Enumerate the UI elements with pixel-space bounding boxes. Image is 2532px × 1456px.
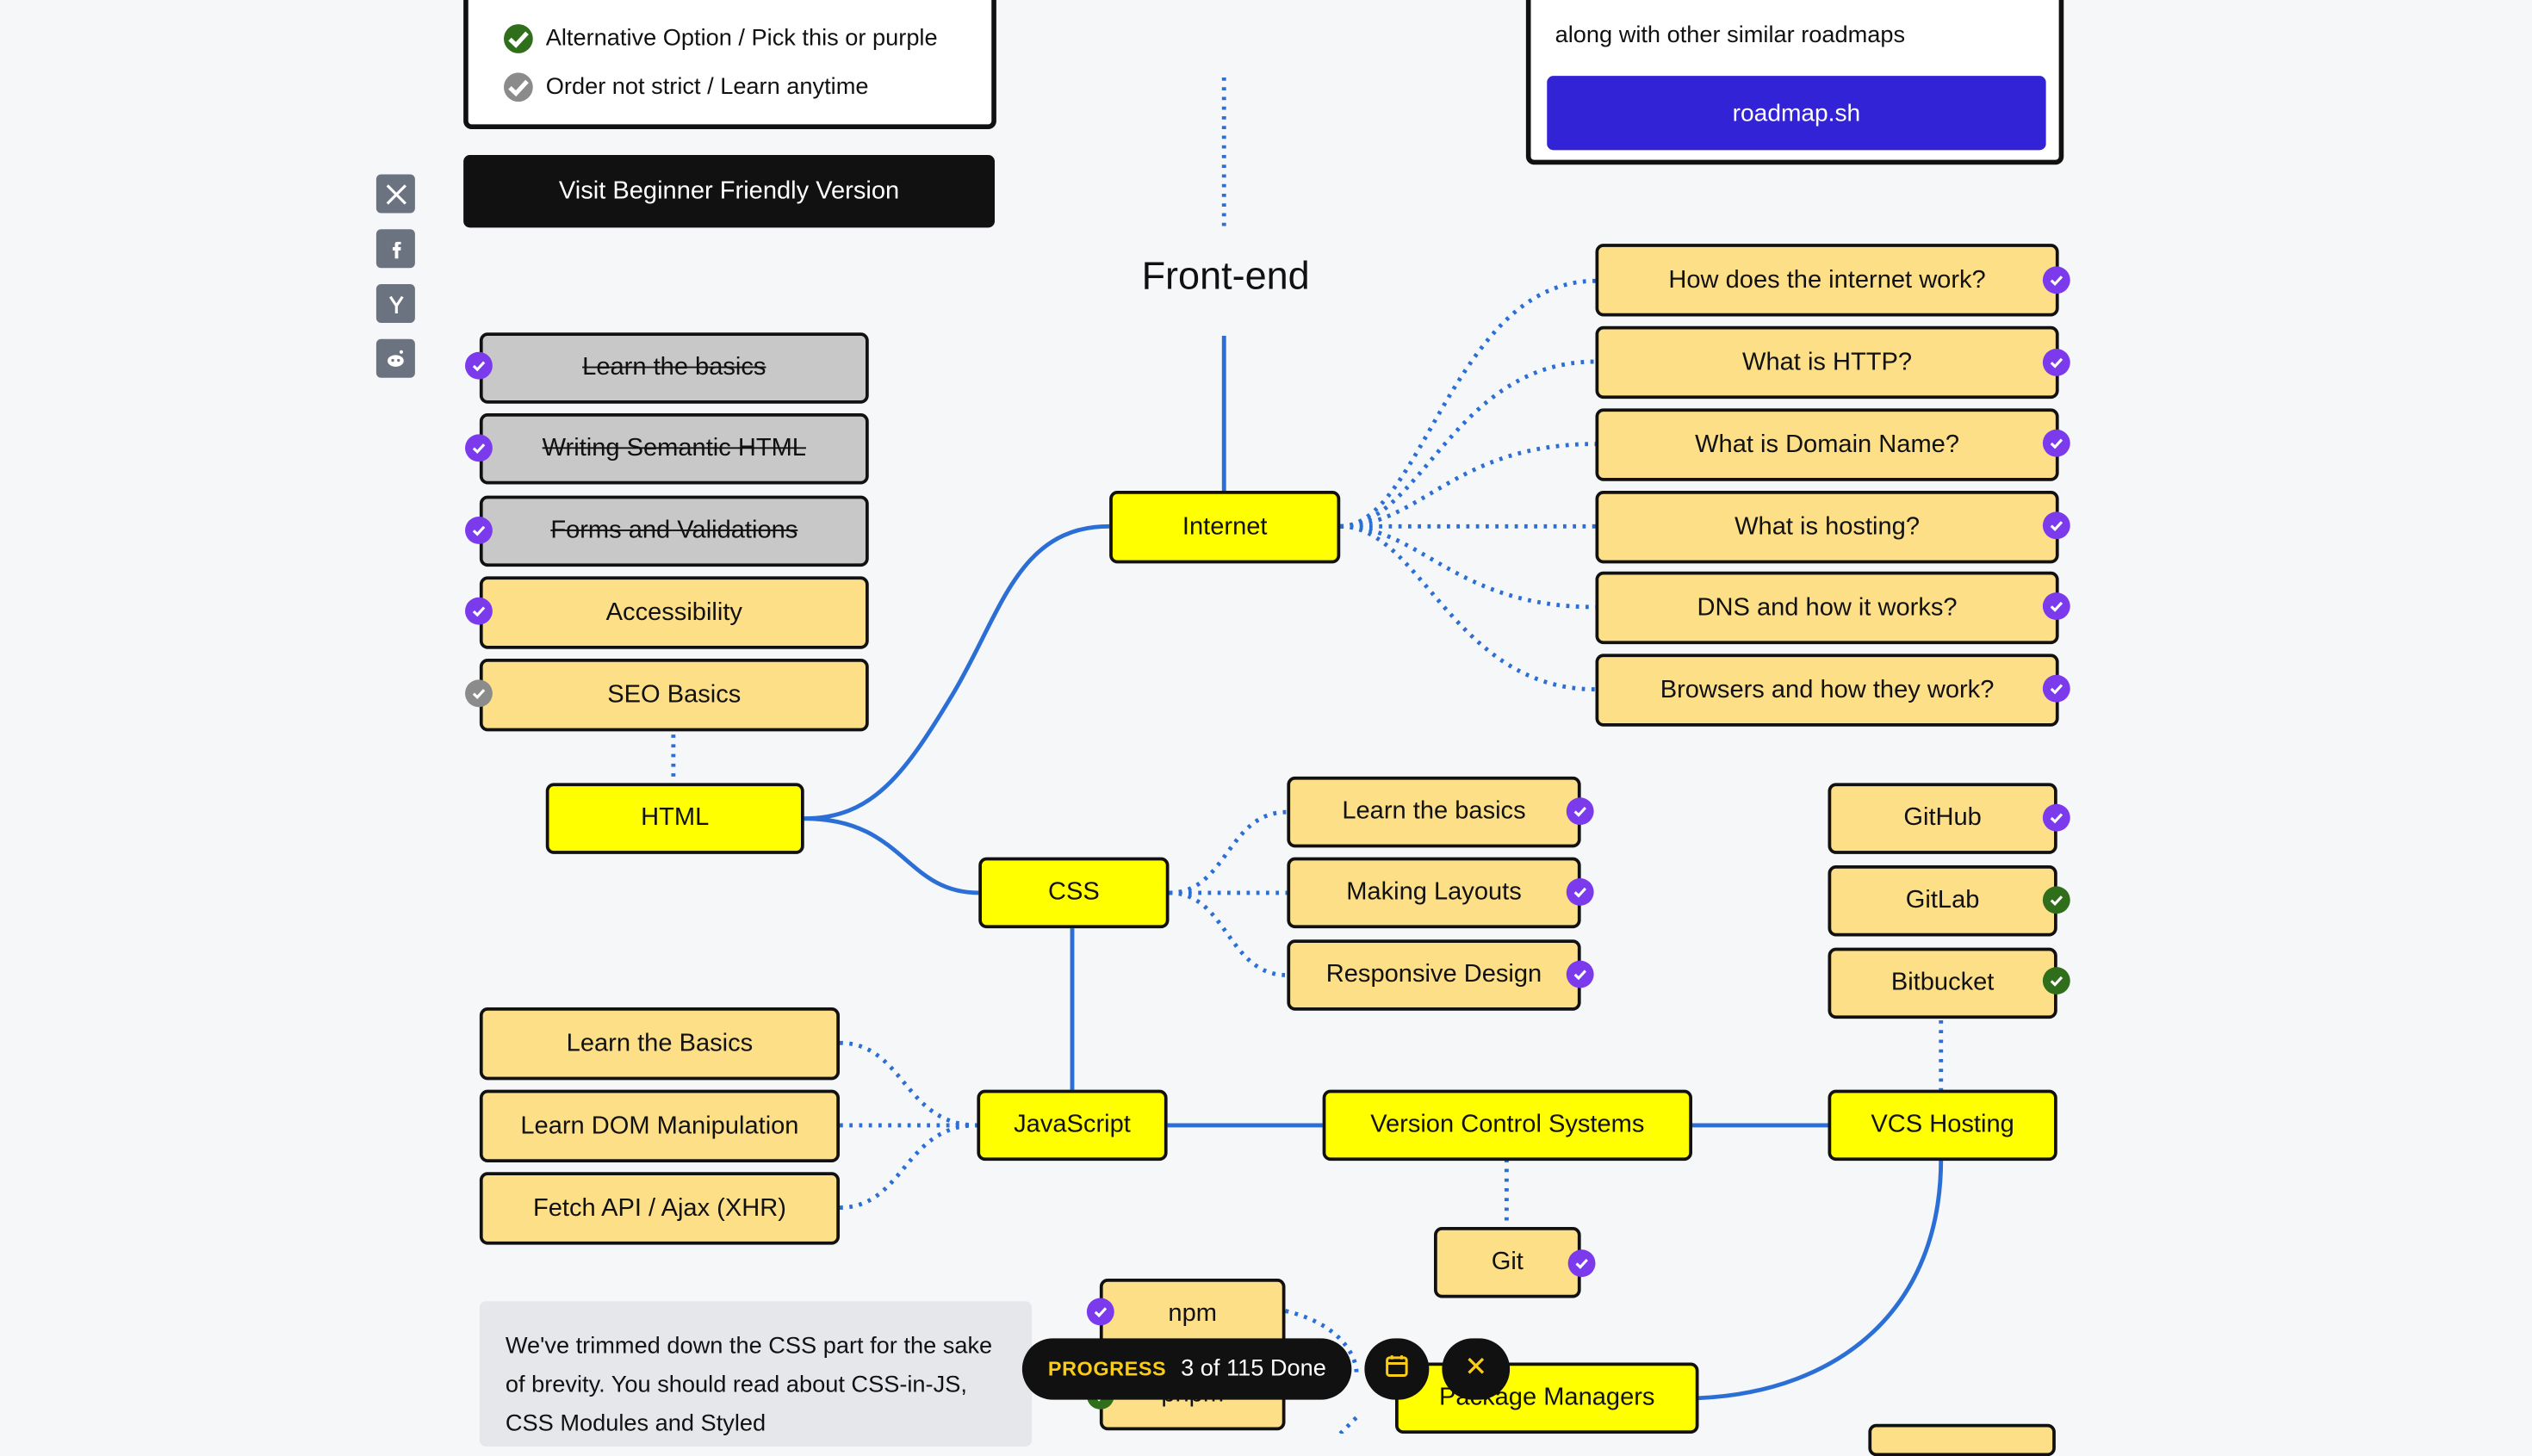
check-circle-icon[interactable] — [2042, 803, 2070, 832]
info-box: along with other similar roadmaps roadma… — [1525, 0, 2064, 165]
node-javascript[interactable]: JavaScript — [977, 1089, 1168, 1162]
note-box: We've trimmed down the CSS part for the … — [479, 1301, 1033, 1447]
topic-semantic-html[interactable]: Writing Semantic HTML — [479, 413, 869, 485]
close-progress-button[interactable] — [1442, 1338, 1511, 1400]
check-circle-icon — [504, 24, 533, 53]
info-text: along with other similar roadmaps — [1555, 22, 1906, 49]
progress-pill: PROGRESS 3 of 115 Done — [1021, 1338, 1352, 1400]
check-circle-icon[interactable] — [465, 517, 493, 544]
node-internet[interactable]: Internet — [1109, 491, 1341, 564]
topic-partial-bottom[interactable] — [1868, 1423, 2056, 1456]
check-circle-icon[interactable] — [2042, 674, 2070, 703]
hackernews-icon[interactable] — [375, 284, 415, 323]
topic-github[interactable]: GitHub — [1828, 783, 2057, 854]
internet-to-html-line — [804, 524, 1110, 821]
check-circle-icon[interactable] — [2042, 266, 2070, 294]
progress-label: PROGRESS — [1047, 1357, 1167, 1381]
check-circle-icon[interactable] — [1566, 960, 1594, 988]
calendar-button[interactable] — [1364, 1338, 1430, 1400]
topic-dns[interactable]: DNS and how it works? — [1595, 571, 2059, 645]
internet-dots-2 — [1340, 359, 1596, 529]
check-circle-icon[interactable] — [1086, 1298, 1114, 1326]
internet-dots-1 — [1340, 278, 1596, 529]
topic-accessibility[interactable]: Accessibility — [479, 576, 869, 649]
check-circle-icon[interactable] — [2042, 349, 2070, 376]
check-circle-icon[interactable] — [2042, 429, 2070, 457]
node-version-control[interactable]: Version Control Systems — [1322, 1089, 1692, 1162]
topic-forms-validations[interactable]: Forms and Validations — [479, 495, 869, 567]
topic-css-basics[interactable]: Learn the basics — [1287, 776, 1581, 848]
topic-html-basics[interactable]: Learn the basics — [479, 332, 869, 404]
topic-hosting[interactable]: What is hosting? — [1595, 491, 2059, 564]
hosting-to-package-line — [1698, 1159, 1944, 1401]
topic-what-is-http[interactable]: What is HTTP? — [1595, 325, 2059, 400]
check-circle-icon[interactable] — [2042, 592, 2070, 620]
check-circle-icon[interactable] — [2042, 511, 2070, 540]
check-circle-icon[interactable] — [465, 351, 493, 380]
topic-fetch-api[interactable]: Fetch API / Ajax (XHR) — [479, 1172, 840, 1245]
internet-dots-5 — [1340, 524, 1596, 610]
topic-git[interactable]: Git — [1434, 1227, 1581, 1298]
x-icon[interactable] — [375, 174, 415, 214]
check-circle-icon[interactable] — [1567, 1249, 1596, 1278]
legend-box: Alternative Option / Pick this or purple… — [463, 0, 996, 129]
topic-bitbucket[interactable]: Bitbucket — [1828, 947, 2057, 1019]
topic-how-internet-works[interactable]: How does the internet work? — [1595, 244, 2059, 317]
facebook-icon[interactable] — [375, 229, 415, 269]
check-circle-icon — [504, 72, 533, 102]
internet-dots-3 — [1340, 442, 1596, 529]
check-circle-icon[interactable] — [465, 597, 493, 625]
node-package-managers[interactable]: Package Managers — [1395, 1362, 1699, 1434]
legend-item-alternative: Alternative Option / Pick this or purple — [504, 24, 938, 53]
roadmap-sh-button[interactable]: roadmap.sh — [1547, 76, 2046, 151]
topic-gitlab[interactable]: GitLab — [1828, 865, 2057, 937]
check-circle-icon[interactable] — [2042, 886, 2070, 914]
node-css[interactable]: CSS — [978, 857, 1170, 929]
topic-responsive-design[interactable]: Responsive Design — [1287, 939, 1581, 1011]
check-circle-icon[interactable] — [1566, 797, 1594, 826]
page-title: Front-end — [1141, 255, 1310, 299]
html-to-css-line — [804, 816, 979, 895]
topic-making-layouts[interactable]: Making Layouts — [1287, 857, 1581, 929]
js-dots-1 — [839, 1040, 977, 1128]
reddit-icon[interactable] — [375, 338, 415, 378]
check-circle-icon[interactable] — [2042, 967, 2070, 994]
legend-label: Alternative Option / Pick this or purple — [545, 26, 938, 52]
package-dots — [1338, 1416, 1358, 1434]
css-dots-3 — [1169, 890, 1288, 977]
internet-dots-6 — [1340, 524, 1596, 692]
js-dots-3 — [839, 1123, 977, 1210]
node-html[interactable]: HTML — [545, 783, 804, 854]
topic-js-basics[interactable]: Learn the Basics — [479, 1007, 840, 1081]
topic-seo-basics[interactable]: SEO Basics — [479, 659, 869, 732]
check-circle-icon[interactable] — [465, 679, 493, 708]
node-vcs-hosting[interactable]: VCS Hosting — [1828, 1089, 2057, 1162]
check-circle-icon[interactable] — [1566, 878, 1594, 906]
topic-domain-name[interactable]: What is Domain Name? — [1595, 408, 2059, 481]
topic-browsers[interactable]: Browsers and how they work? — [1595, 654, 2059, 727]
topic-dom-manipulation[interactable]: Learn DOM Manipulation — [479, 1089, 840, 1162]
calendar-icon — [1384, 1352, 1410, 1385]
beginner-version-button[interactable]: Visit Beginner Friendly Version — [463, 155, 995, 228]
legend-item-order: Order not strict / Learn anytime — [504, 72, 868, 102]
check-circle-icon[interactable] — [465, 434, 493, 462]
close-icon — [1465, 1354, 1487, 1385]
css-dots-1 — [1169, 809, 1288, 895]
progress-value: 3 of 115 Done — [1181, 1356, 1326, 1382]
legend-label: Order not strict / Learn anytime — [545, 74, 869, 101]
